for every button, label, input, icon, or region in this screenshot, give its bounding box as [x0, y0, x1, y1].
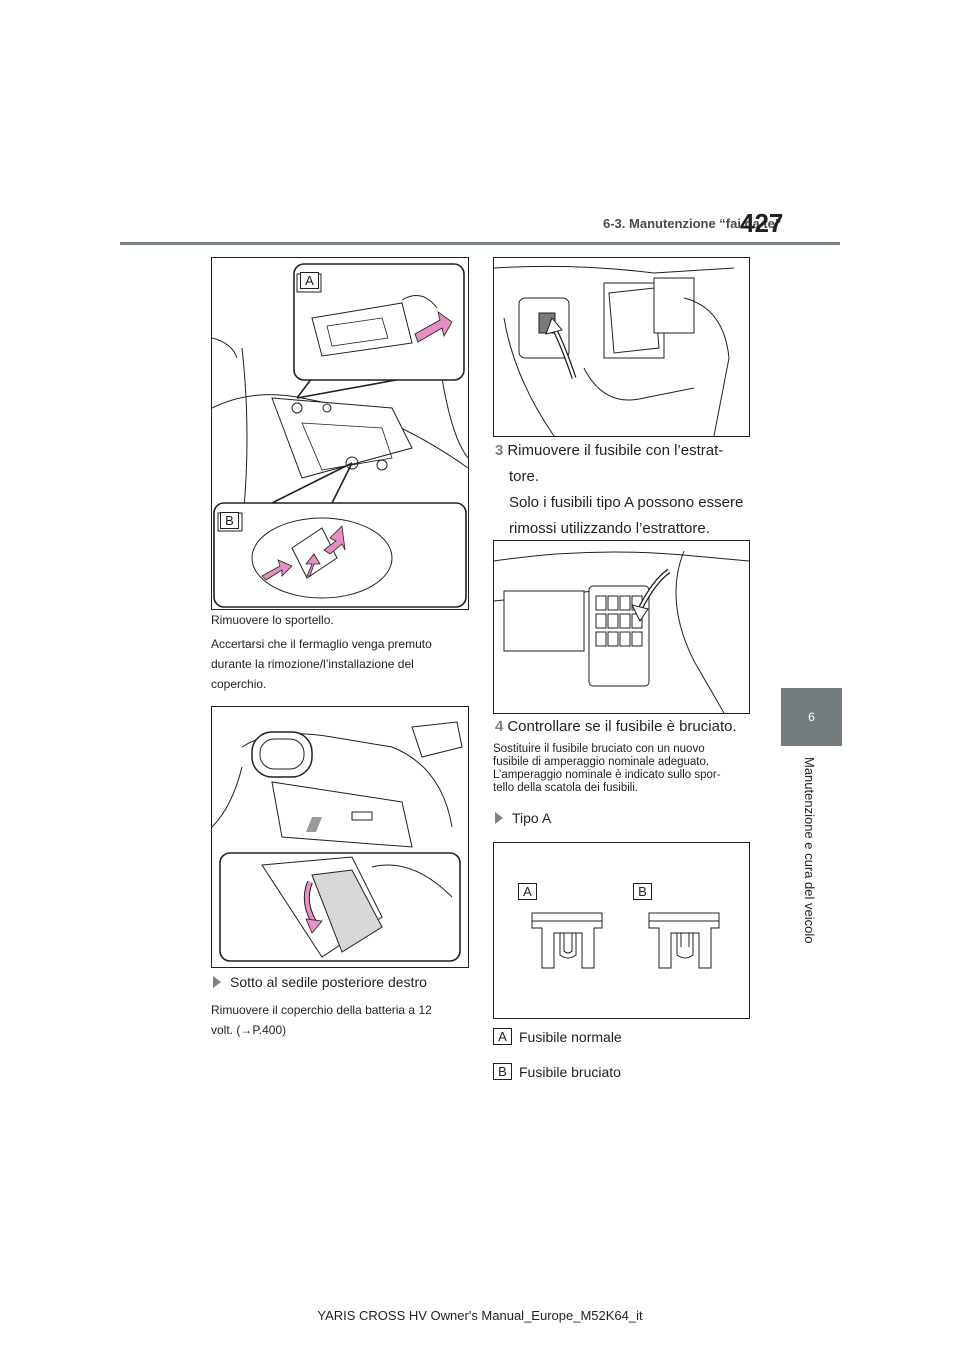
legend-blown-fuse: B Fusibile bruciato: [493, 1063, 621, 1080]
step-4-text: Controllare se il fusibile è bruciato.: [507, 718, 737, 735]
bullet-text: Sotto al sedile posteriore destro: [230, 974, 427, 990]
figure-label-a: A: [518, 883, 537, 900]
note-line: Sostituire il fusibile bruciato con un n…: [493, 743, 705, 755]
fuse-comparison-illustration: [531, 912, 720, 969]
step-3-text: Rimuovere il fusibile con l’estrat-: [507, 442, 724, 459]
caption-line: volt. (→P.400): [211, 1023, 287, 1037]
step-3-line: rimossi utilizzando l’estrattore.: [509, 520, 710, 537]
legend-label-b: B: [493, 1063, 512, 1080]
figure-label-a: A: [300, 272, 319, 289]
bullet-rear-seat: Sotto al sedile posteriore destro: [213, 974, 427, 990]
caption-line: durante la rimozione/l’installazione del: [211, 657, 414, 671]
caption-line: Rimuovere il coperchio della batteria a …: [211, 1003, 432, 1017]
figure-fuse-comparison: A B: [493, 842, 750, 1019]
fuse-box-illustration: [494, 550, 749, 713]
header-divider: [120, 242, 840, 245]
note-replace-fuse: Sostituire il fusibile bruciato con un n…: [493, 743, 753, 795]
bullet-type-a: Tipo A: [495, 810, 551, 826]
legend-label-a: A: [493, 1028, 512, 1045]
caption-remove-door: Rimuovere lo sportello.: [211, 613, 334, 627]
note-line: fusibile di amperaggio nominale adeguato…: [493, 756, 710, 768]
figure-label-b: B: [220, 512, 239, 529]
section-title: 6-3. Manutenzione “fai da te”: [603, 216, 782, 231]
bullet-text: Tipo A: [512, 810, 552, 826]
chapter-title: Manutenzione e cura del veicolo: [802, 757, 817, 944]
figure-label-b: B: [633, 883, 652, 900]
note-line: L’amperaggio nominale è indicato sullo s…: [493, 769, 721, 781]
legend-normal-fuse: A Fusibile normale: [493, 1028, 622, 1045]
caption-battery-cover: Rimuovere il coperchio della batteria a …: [211, 1000, 432, 1040]
normal-fuse-icon: [531, 912, 603, 969]
chapter-tab: 6: [781, 688, 842, 746]
step-3-line: tore.: [509, 468, 540, 485]
bullet-triangle-icon: [495, 812, 503, 824]
figure-glovebox-cover: [211, 706, 469, 968]
chapter-number: 6: [808, 710, 815, 724]
page-number: 427: [740, 208, 784, 238]
legend-text: Fusibile normale: [519, 1028, 622, 1045]
glovebox-clips-illustration: [212, 263, 468, 608]
footer-manual-id: YARIS CROSS HV Owner's Manual_Europe_M52…: [317, 1308, 643, 1323]
step-4-number: 4: [495, 718, 504, 735]
caption-line: Accertarsi che il fermaglio venga premut…: [211, 637, 432, 651]
caption-line: coperchio.: [211, 677, 267, 691]
blown-fuse-icon: [648, 912, 720, 969]
step-3-number: 3: [495, 442, 504, 459]
bullet-triangle-icon: [213, 976, 221, 988]
figure-glovebox-clips: A B: [211, 257, 469, 610]
legend-text: Fusibile bruciato: [519, 1063, 621, 1080]
note-line: tello della scatola dei fusibili.: [493, 782, 639, 794]
glovebox-cover-illustration: [212, 721, 463, 962]
figure-fuse-box: [493, 540, 750, 714]
figure-fuse-puller: [493, 257, 750, 437]
step-3-line: Solo i fusibili tipo A possono essere: [509, 494, 744, 511]
fuse-puller-illustration: [494, 265, 735, 436]
caption-clip-note: Accertarsi che il fermaglio venga premut…: [211, 634, 471, 694]
